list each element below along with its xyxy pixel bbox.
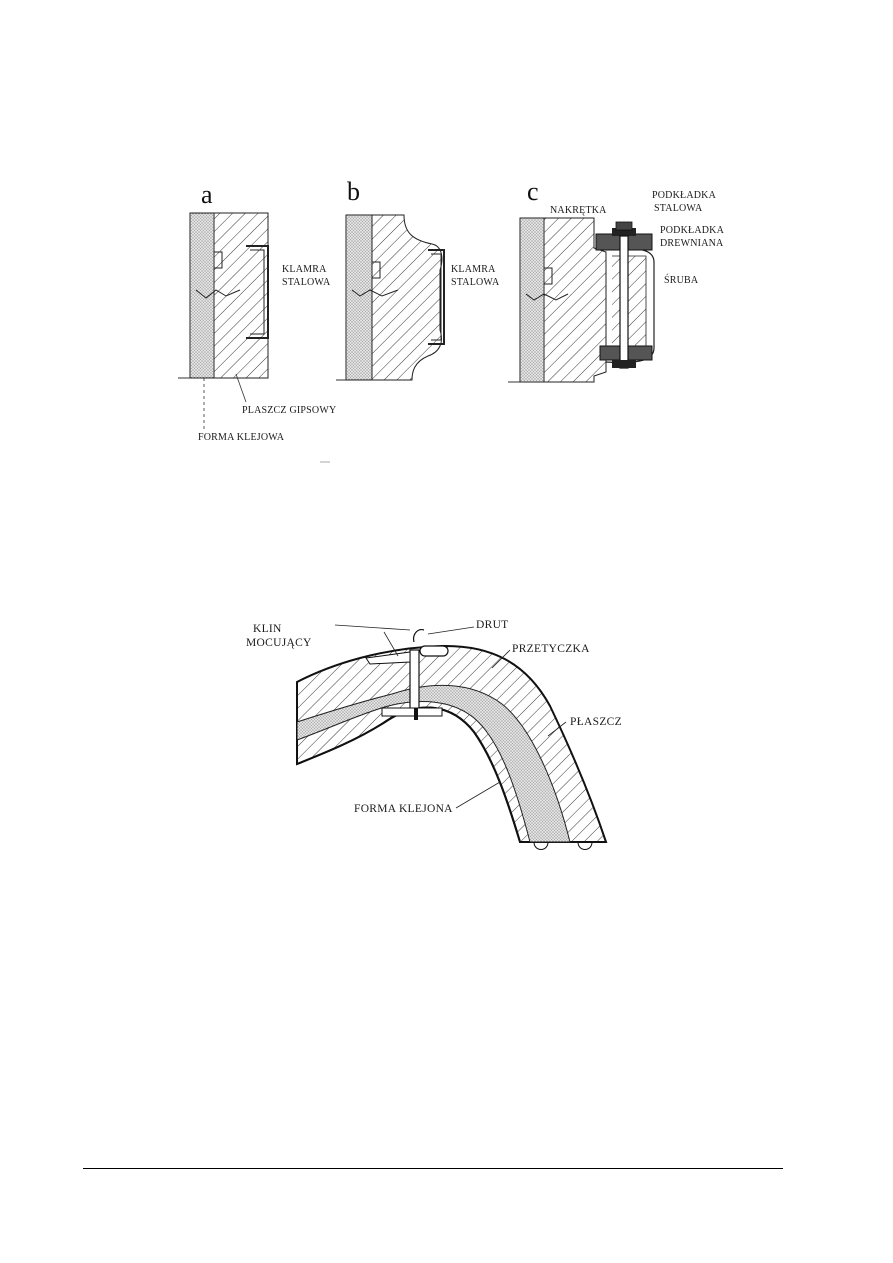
label-drut: DRUT [476,619,509,631]
label-klamra-b-1: KLAMRA [451,264,496,275]
panel-a-label: a [201,180,213,209]
label-podkladka-drewniana-2: DREWNIANA [660,238,724,249]
label-plaszcz: PŁASZCZ [570,716,622,728]
label-forma-klejona: FORMA KLEJONA [354,803,453,815]
label-klamra-a-1: KLAMRA [282,264,327,275]
panel-b-label: b [347,177,360,206]
panel-b-drawing [336,214,445,381]
label-klin-2: MOCUJĄCY [246,637,312,649]
label-plaszcz-gipsowy: PLASZCZ GIPSOWY [242,405,336,416]
panel-c-label: c [527,177,539,206]
label-sruba: ŚRUBA [664,274,699,286]
figure-2: KLIN MOCUJĄCY DRUT PRZETYCZKA PŁASZCZ FO… [246,619,622,850]
panel-a-drawing [178,212,269,430]
panel-c-drawing [508,217,655,383]
label-nakretka: NAKRĘTKA [550,205,607,216]
label-klamra-a-2: STALOWA [282,277,331,288]
label-podkladka-drewniana-1: PODKŁADKA [660,225,725,236]
label-forma-klejowa: FORMA KLEJOWA [198,432,285,443]
label-podkladka-stalowa-1: PODKŁADKA [652,190,717,201]
label-przetyczka: PRZETYCZKA [512,643,590,655]
label-klamra-b-2: STALOWA [451,277,500,288]
label-klin-1: KLIN [253,623,282,635]
figure-1: a b c KLAMRA STALOWA KLAMRA STALOWA PLAS… [178,177,725,463]
label-podkladka-stalowa-2: STALOWA [654,203,703,214]
footer-rule [83,1168,783,1169]
